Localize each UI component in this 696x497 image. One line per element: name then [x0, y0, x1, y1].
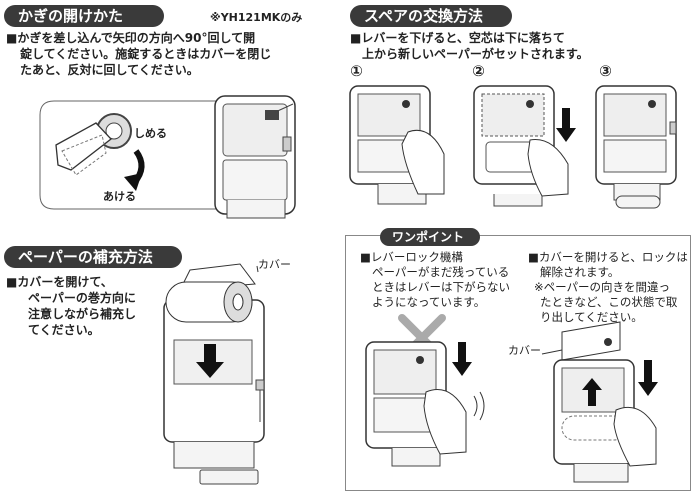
spare-step-2-illustration — [473, 85, 576, 207]
refill-line-3: 注意しながら補充し — [28, 307, 137, 321]
label-refill-cover: カバー — [258, 258, 291, 271]
point-left-line-1: ■レバーロック機構 — [360, 250, 463, 264]
holder-illustration-refill — [163, 263, 265, 485]
one-point-box — [345, 235, 691, 491]
point-left-line-3: ときはレバーは下がらない — [372, 280, 510, 294]
refill-line-2: ペーパーの巻方向に — [28, 291, 136, 305]
spare-step-3-illustration — [595, 85, 677, 209]
spare-line-2: 上から新しいペーパーがセットされます。 — [362, 47, 589, 61]
label-open: あける — [103, 190, 136, 203]
spare-line-1: ■レバーを下げると、空芯は下に落ちて — [350, 31, 565, 45]
point-left-line-2: ペーパーがまだ残っている — [372, 265, 510, 279]
refill-line-1: ■カバーを開けて、 — [6, 275, 113, 289]
holder-illustration-key — [214, 95, 296, 219]
key-line-1: ■かぎを差し込んで矢印の方向へ90°回して開 — [6, 31, 256, 45]
refill-section-title: ペーパーの補充方法 — [4, 246, 182, 268]
model-note: ※YH121MKのみ — [210, 11, 303, 24]
cover-open-illustration — [541, 321, 658, 483]
point-left-line-4: ようになっています。 — [372, 295, 486, 309]
label-point-cover: カバー — [508, 344, 541, 357]
point-right-line-1: ■カバーを開けると、ロックは — [528, 250, 688, 264]
point-right-line-5: り出してください。 — [540, 310, 643, 324]
lever-lock-illustration — [365, 314, 485, 467]
point-right-line-3: ※ペーパーの向きを間違っ — [534, 280, 671, 294]
label-lock: しめる — [134, 127, 167, 140]
step-3-number: ③ — [599, 62, 612, 80]
spare-section-title: スペアの交換方法 — [350, 5, 512, 27]
step-1-number: ① — [350, 62, 363, 80]
one-point-title: ワンポイント — [380, 228, 480, 246]
step-2-number: ② — [472, 62, 485, 80]
refill-line-4: てください。 — [28, 323, 100, 337]
point-right-line-2: 解除されます。 — [540, 265, 620, 279]
spare-step-1-illustration — [349, 85, 445, 205]
key-section-title: かぎの開けかた — [4, 5, 164, 27]
point-right-line-4: たときなど、この状態で取 — [540, 295, 678, 309]
key-line-2: 錠してください。施錠するときはカバーを閉じ — [20, 47, 272, 61]
key-line-3: たあと、反対に回してください。 — [20, 63, 199, 77]
